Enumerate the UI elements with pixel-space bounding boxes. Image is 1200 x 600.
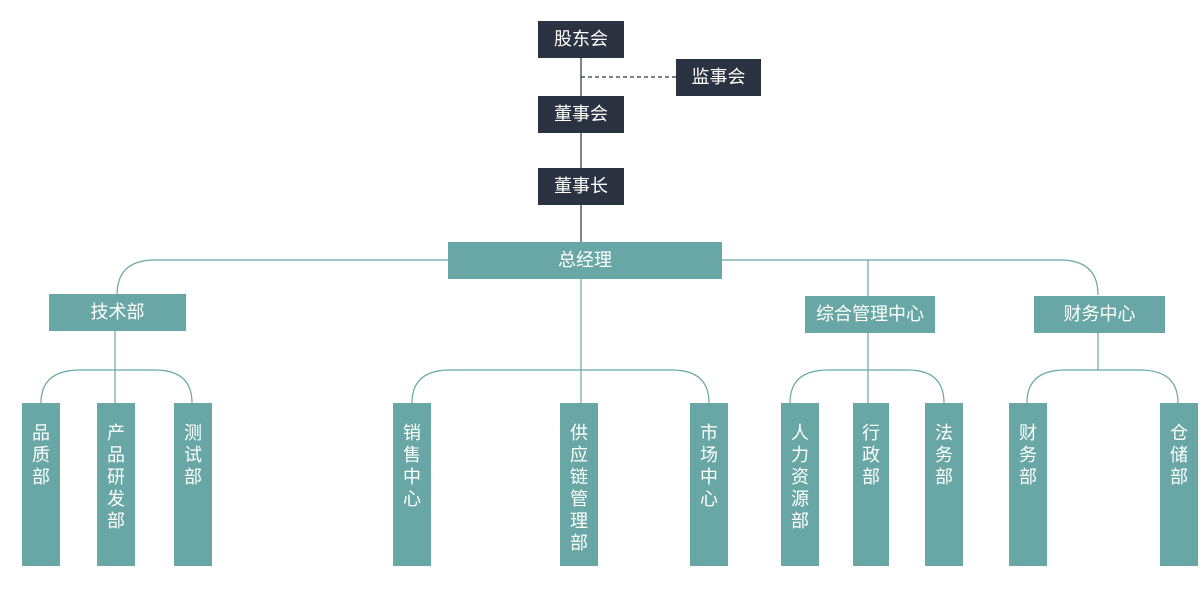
unit-warehouse: 仓储部 (1160, 403, 1198, 566)
unit-label: 财务部 (1019, 423, 1037, 489)
unit-label: 销售中心 (403, 423, 421, 511)
unit-supply: 供应链管理部 (560, 403, 598, 566)
unit-label: 行政部 (862, 423, 880, 489)
unit-label-char: 部 (1019, 467, 1037, 488)
shareholders-box: 股东会 (538, 21, 624, 58)
unit-label-char: 测 (184, 423, 202, 444)
bracket-gm (411, 369, 710, 404)
unit-label-char: 中 (403, 467, 421, 488)
unit-market: 市场中心 (690, 403, 728, 566)
unit-label-char: 管 (570, 489, 588, 510)
unit-label-char: 试 (184, 445, 202, 466)
unit-label-char: 务 (1019, 445, 1037, 466)
unit-label-char: 品 (32, 423, 50, 444)
unit-label-char: 理 (570, 511, 588, 532)
unit-label-char: 法 (935, 423, 953, 444)
chairman-box: 董事长 (538, 168, 624, 205)
unit-hr: 人力资源部 (781, 403, 819, 566)
unit-label: 市场中心 (700, 423, 718, 511)
unit-label-char: 部 (32, 467, 50, 488)
bracket-finance (1026, 369, 1179, 404)
unit-label: 产品研发部 (107, 423, 125, 533)
unit-label: 法务部 (935, 423, 953, 489)
unit-label-char: 售 (403, 445, 421, 466)
unit-label-char: 政 (862, 445, 880, 466)
unit-label-char: 储 (1170, 445, 1188, 466)
bracket-general (789, 369, 945, 404)
line-gm-finance (722, 259, 1099, 296)
unit-label-char: 部 (862, 467, 880, 488)
unit-label-char: 部 (935, 467, 953, 488)
top-connectors (580, 57, 676, 242)
unit-label-char: 质 (32, 445, 50, 466)
line-gm-tech (116, 259, 448, 296)
unit-label-char: 部 (570, 533, 588, 554)
supervisors-box: 监事会 (676, 59, 761, 96)
unit-label-char: 心 (700, 489, 718, 510)
unit-label-char: 源 (791, 489, 809, 510)
unit-label-char: 务 (935, 445, 953, 466)
unit-label-char: 中 (700, 467, 718, 488)
unit-label-char: 部 (1170, 467, 1188, 488)
unit-label-char: 市 (700, 423, 718, 444)
unit-label-char: 发 (107, 489, 125, 510)
unit-label: 品质部 (32, 423, 50, 489)
unit-label-char: 场 (700, 445, 718, 466)
unit-label: 人力资源部 (791, 423, 809, 533)
chairman-label: 董事长 (554, 175, 608, 197)
unit-label-char: 供 (570, 423, 588, 444)
shareholders-label: 股东会 (554, 28, 608, 50)
unit-legal: 法务部 (925, 403, 963, 566)
unit-label-char: 品 (107, 445, 125, 466)
general-mgmt-box: 综合管理中心 (805, 296, 935, 333)
unit-finance-dept: 财务部 (1009, 403, 1047, 566)
unit-label-char: 心 (403, 489, 421, 510)
unit-label-char: 财 (1019, 423, 1037, 444)
board-box: 董事会 (538, 96, 624, 133)
unit-label-char: 部 (791, 511, 809, 532)
tech-dept-box: 技术部 (49, 294, 186, 331)
unit-label-char: 行 (862, 423, 880, 444)
unit-label-char: 部 (184, 467, 202, 488)
unit-label: 测试部 (184, 423, 202, 489)
unit-label: 供应链管理部 (570, 423, 588, 555)
unit-admin: 行政部 (853, 403, 889, 566)
unit-label-char: 资 (791, 467, 809, 488)
unit-label-char: 仓 (1170, 423, 1188, 444)
unit-label-char: 应 (570, 445, 588, 466)
unit-label-char: 产 (107, 423, 125, 444)
tech-dept-label: 技术部 (90, 301, 145, 323)
unit-label-char: 研 (107, 467, 125, 488)
unit-label-char: 力 (791, 445, 809, 466)
unit-label-char: 人 (791, 423, 809, 444)
finance-center-label: 财务中心 (1063, 303, 1136, 325)
teal-connectors (40, 259, 1179, 404)
unit-label-char: 链 (570, 467, 588, 488)
unit-label-char: 部 (107, 511, 125, 532)
unit-label: 仓储部 (1170, 423, 1188, 489)
unit-label-char: 销 (403, 423, 421, 444)
general-mgmt-label: 综合管理中心 (816, 303, 924, 325)
unit-testing: 测试部 (174, 403, 212, 566)
bracket-tech (40, 369, 193, 404)
unit-quality: 品质部 (22, 403, 60, 566)
unit-sales: 销售中心 (393, 403, 431, 566)
board-label: 董事会 (554, 103, 608, 125)
unit-rd: 产品研发部 (97, 403, 135, 566)
gm-label: 总经理 (558, 249, 612, 271)
supervisors-label: 监事会 (691, 66, 746, 88)
finance-center-box: 财务中心 (1034, 296, 1165, 333)
gm-box: 总经理 (448, 242, 722, 279)
